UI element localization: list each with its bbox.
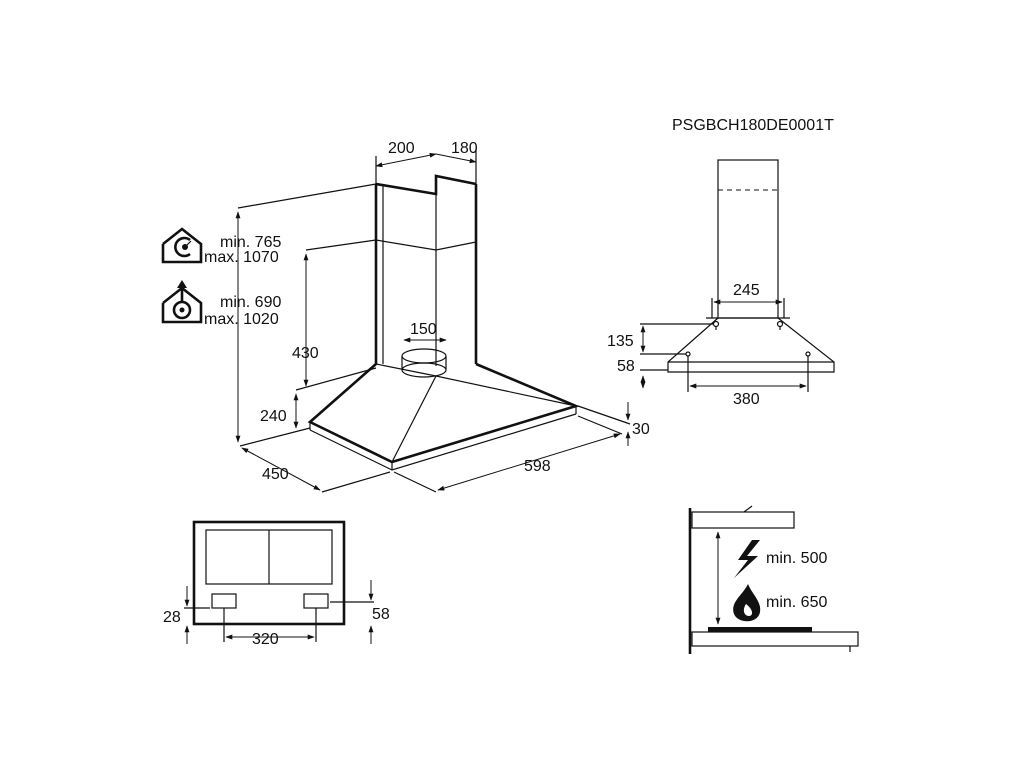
- side-view: 245 135 58 380: [607, 159, 835, 408]
- chimney: [374, 174, 478, 366]
- model-code: PSGBCH180DE0001T: [672, 117, 834, 134]
- dim-right-height: 58: [372, 606, 390, 623]
- electric-min: min. 500: [766, 550, 827, 567]
- left-bracket: [211, 593, 237, 609]
- dim-duct-diameter: 150: [410, 321, 437, 338]
- gas-min: min. 650: [766, 594, 827, 611]
- dim-canopy-lower: 240: [260, 408, 287, 425]
- dim-chimney-depth: 180: [451, 140, 478, 157]
- install-view: min. 500 min. 650: [688, 505, 859, 654]
- house-extraction-icon: [161, 227, 203, 264]
- dim-bracket-height: 135: [607, 333, 634, 350]
- dim-left-height: 28: [163, 609, 181, 626]
- right-bracket: [303, 593, 329, 609]
- dim-edge-thickness: 30: [632, 421, 650, 438]
- main-hood-view: 200 180 150 430 240 450 598 30: [235, 140, 650, 493]
- dim-depth: 450: [262, 466, 289, 483]
- dim-top-width: 245: [733, 282, 760, 299]
- dim-canopy-upper: 430: [292, 345, 319, 362]
- duct-ring: [401, 348, 447, 378]
- house-recirculation-icon: [161, 280, 203, 324]
- dim-chimney-width: 200: [388, 140, 415, 157]
- extraction-min: min. 765: [220, 234, 281, 251]
- dim-spacing: 320: [252, 631, 279, 648]
- canopy: [307, 362, 580, 471]
- dim-width: 598: [524, 458, 551, 475]
- bottom-view: 28 58 320: [163, 520, 390, 648]
- flame-icon: [733, 584, 761, 622]
- dim-lower-height: 58: [617, 358, 635, 375]
- recirculation-min: min. 690: [220, 294, 281, 311]
- dim-bottom-width: 380: [733, 391, 760, 408]
- lightning-icon: [734, 540, 760, 578]
- extraction-max: max. 1070: [204, 249, 279, 266]
- recirculation-max: max. 1020: [204, 311, 279, 328]
